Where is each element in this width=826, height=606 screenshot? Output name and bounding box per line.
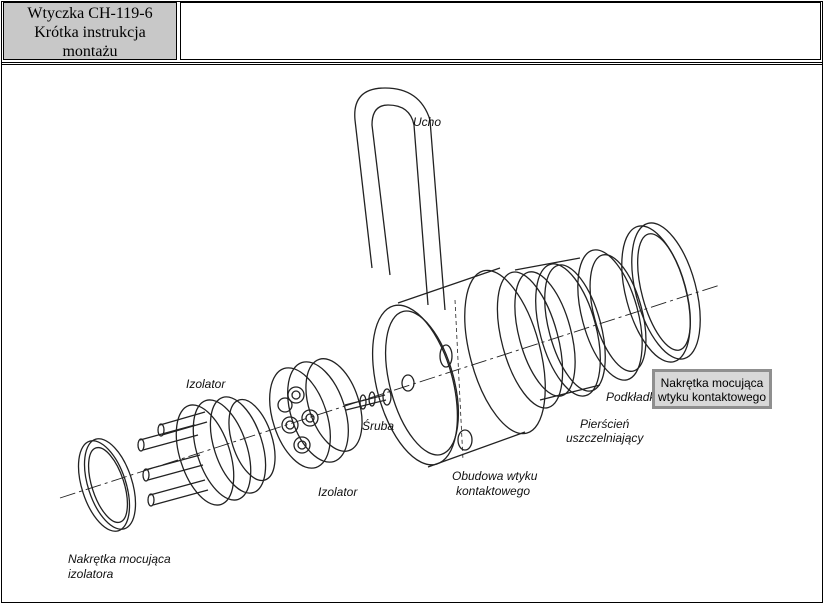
insulator-nut-part	[77, 438, 137, 532]
label-podkladka: Podkładka	[606, 390, 663, 404]
header-empty-cell	[180, 2, 821, 60]
screw-part	[344, 388, 392, 411]
title-line-3: montażu	[62, 43, 118, 60]
label-nakretka-wtyku-2: wtyku kontaktowego	[657, 390, 767, 404]
label-nakretka-izolatora-2: izolatora	[68, 567, 114, 581]
callout-nakretka-wtyku: Nakrętka mocująca wtyku kontaktowego	[652, 369, 772, 409]
insulator-disk-part	[269, 358, 363, 469]
label-izolator-top: Izolator	[186, 377, 226, 391]
label-ucho: Ucho	[413, 115, 442, 129]
label-pierscien-2: uszczelniający	[566, 431, 644, 445]
insulator-pins-part	[137, 396, 276, 507]
label-obudowa-1: Obudowa wtyku	[452, 469, 538, 483]
label-pierscien-1: Pierścień	[580, 417, 630, 431]
header-divider-double	[1, 64, 823, 65]
seal-ring-part	[535, 263, 606, 397]
washer-part	[577, 249, 647, 381]
title-box: Wtyczka CH-119-6 Krótka instrukcja monta…	[3, 2, 177, 60]
label-izolator-bottom: Izolator	[318, 485, 358, 499]
label-sruba: Śruba	[362, 419, 395, 433]
header-divider	[1, 62, 823, 63]
label-nakretka-wtyku-1: Nakrętka mocująca	[660, 376, 764, 390]
connector-nut-part	[621, 222, 701, 363]
handle-part	[354, 87, 446, 311]
label-nakretka-izolatora-1: Nakrętka mocująca	[68, 552, 171, 566]
callout-inner: Nakrętka mocująca wtyku kontaktowego	[655, 372, 769, 406]
title-line-1: Wtyczka CH-119-6	[27, 5, 153, 22]
title-line-2: Krótka instrukcja	[34, 24, 146, 41]
label-obudowa-2: kontaktowego	[456, 484, 531, 498]
housing-part	[371, 257, 601, 468]
